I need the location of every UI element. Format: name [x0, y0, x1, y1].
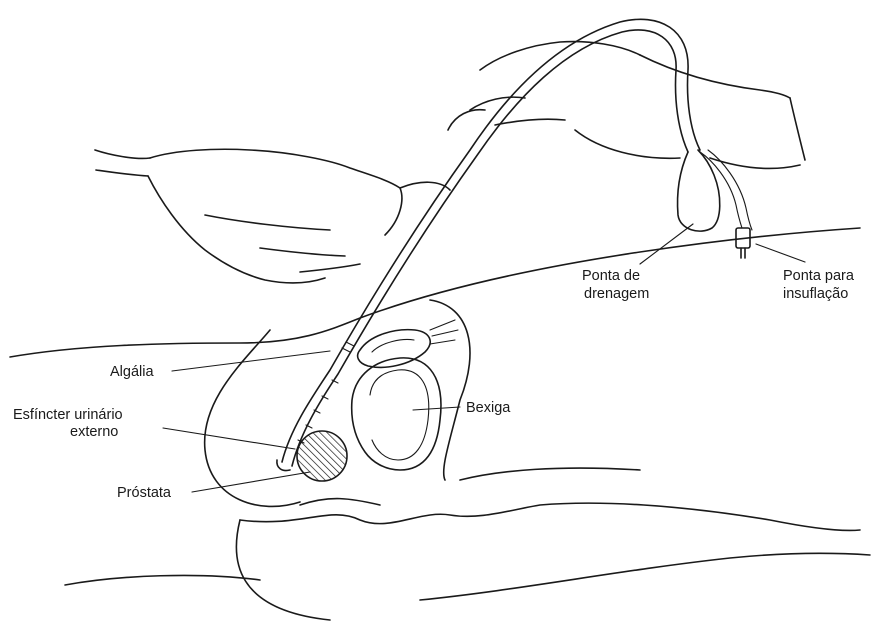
label-drenagem-line2: drenagem [584, 286, 649, 302]
label-insuflacao-line2: insuflação [783, 286, 848, 302]
catheter-balloon [358, 320, 458, 367]
label-insuflacao-line1: Ponta para [783, 268, 854, 284]
leader-bexiga [413, 407, 460, 410]
label-prostata: Próstata [117, 485, 171, 501]
prostate-shape [297, 431, 347, 481]
leader-prostata [192, 472, 310, 492]
leader-algalia [172, 351, 330, 371]
label-bexiga: Bexiga [466, 400, 510, 416]
label-esfincter-line2: externo [70, 424, 118, 440]
leader-esfincter [163, 428, 295, 449]
gloved-hand-right [448, 42, 805, 169]
gloved-hand-left [95, 149, 450, 283]
label-esfincter-line1: Esfíncter urinário [13, 407, 123, 423]
leader-drenagem [640, 224, 693, 264]
leader-insuflacao [756, 244, 805, 262]
bladder-shape [352, 358, 441, 470]
label-drenagem-line1: Ponta de [582, 268, 640, 284]
leader-lines [163, 224, 805, 492]
label-algalia: Algália [110, 364, 154, 380]
